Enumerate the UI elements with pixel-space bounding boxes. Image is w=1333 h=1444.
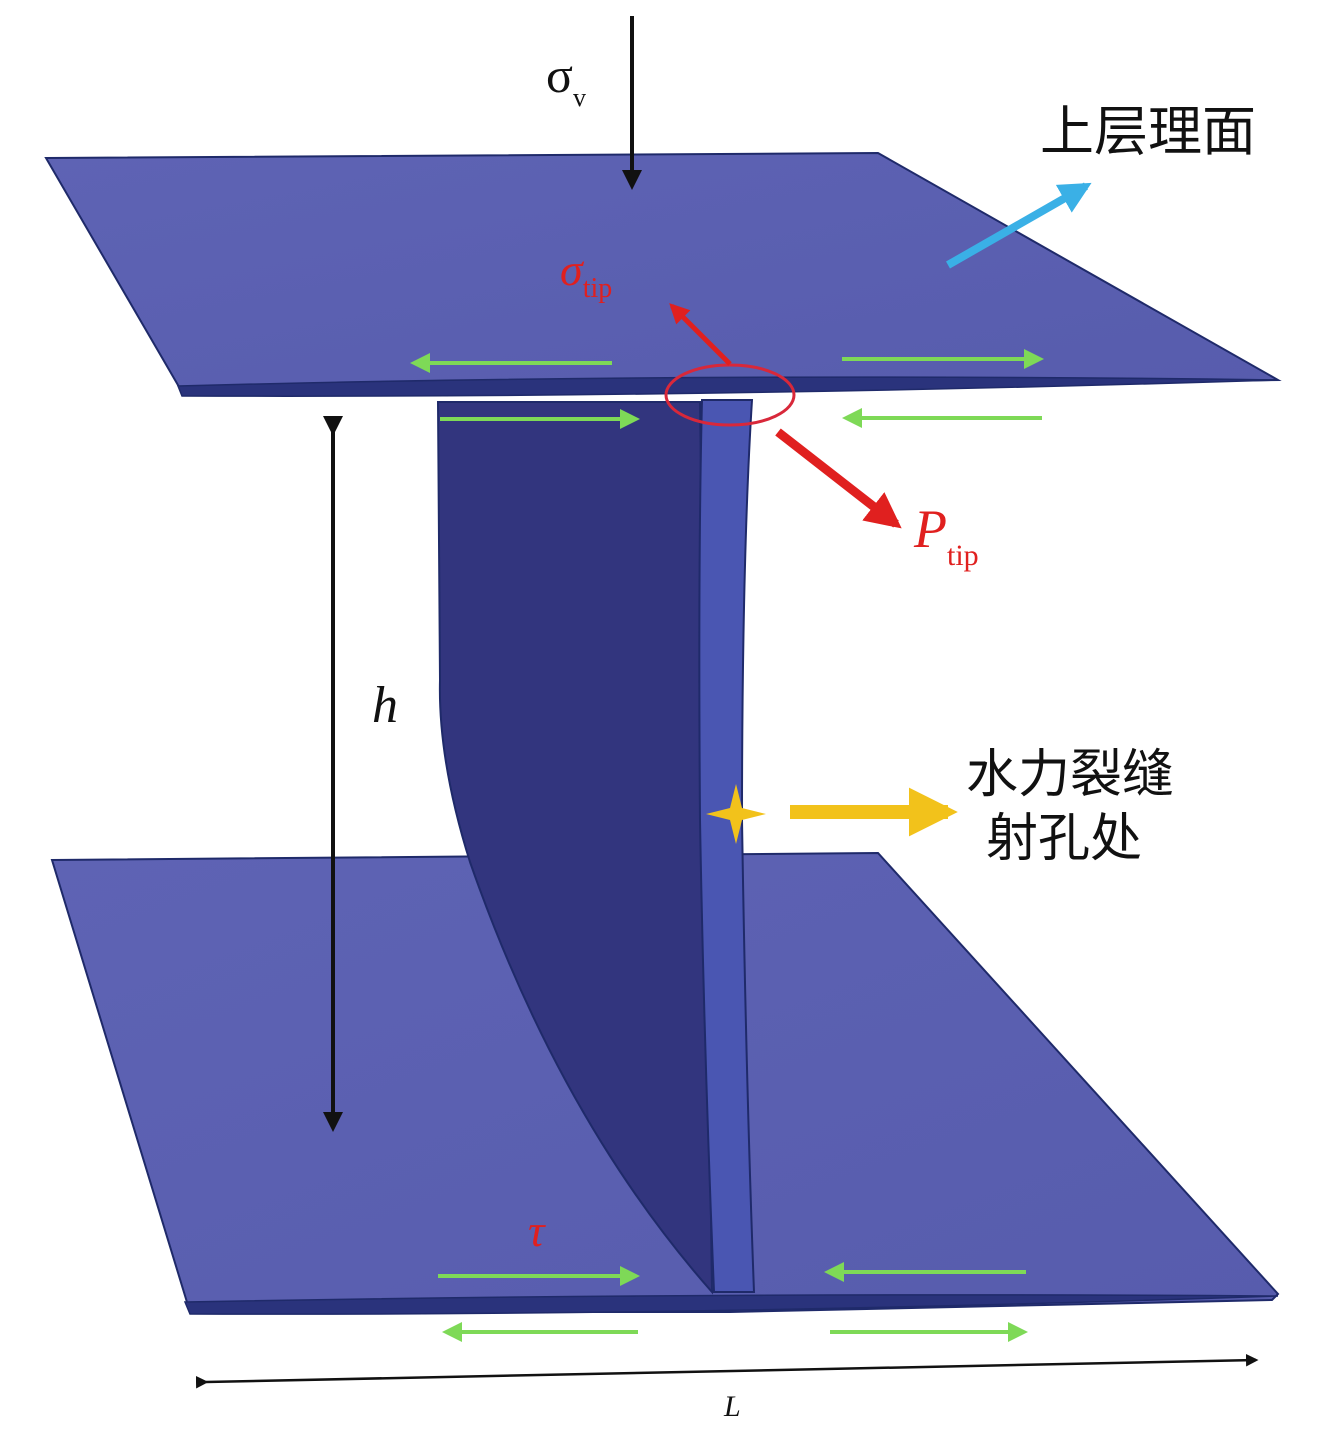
sigma-v-label: σv: [546, 47, 586, 112]
height-label: h: [372, 677, 398, 734]
sigma-tip-arrow: [669, 303, 732, 366]
p-tip-arrow: [775, 428, 902, 529]
fracture-face: [436, 401, 714, 1295]
length-arrow: [195, 1353, 1259, 1389]
perforation-star-icon: [706, 784, 766, 844]
upper-plane-front-edge: [176, 376, 1279, 397]
upper-bedding-pointer-arrow: [946, 182, 1092, 269]
hydraulic-fracture-label: 水力裂缝: [966, 745, 1174, 805]
length-label: L: [723, 1390, 741, 1423]
fracture-tip-ellipse: [664, 363, 796, 427]
shear-label: τ: [528, 1205, 546, 1256]
fracture-edge: [698, 399, 756, 1293]
perforation-label: 射孔处: [986, 809, 1142, 869]
p-tip-label: Ptip: [913, 499, 979, 572]
lower-plane-front-edge: [183, 1294, 1279, 1315]
upper-bedding-label: 上层理面: [1040, 100, 1256, 163]
sigma-tip-label: σtip: [560, 244, 612, 304]
upper-bedding-plane: [44, 151, 1282, 394]
